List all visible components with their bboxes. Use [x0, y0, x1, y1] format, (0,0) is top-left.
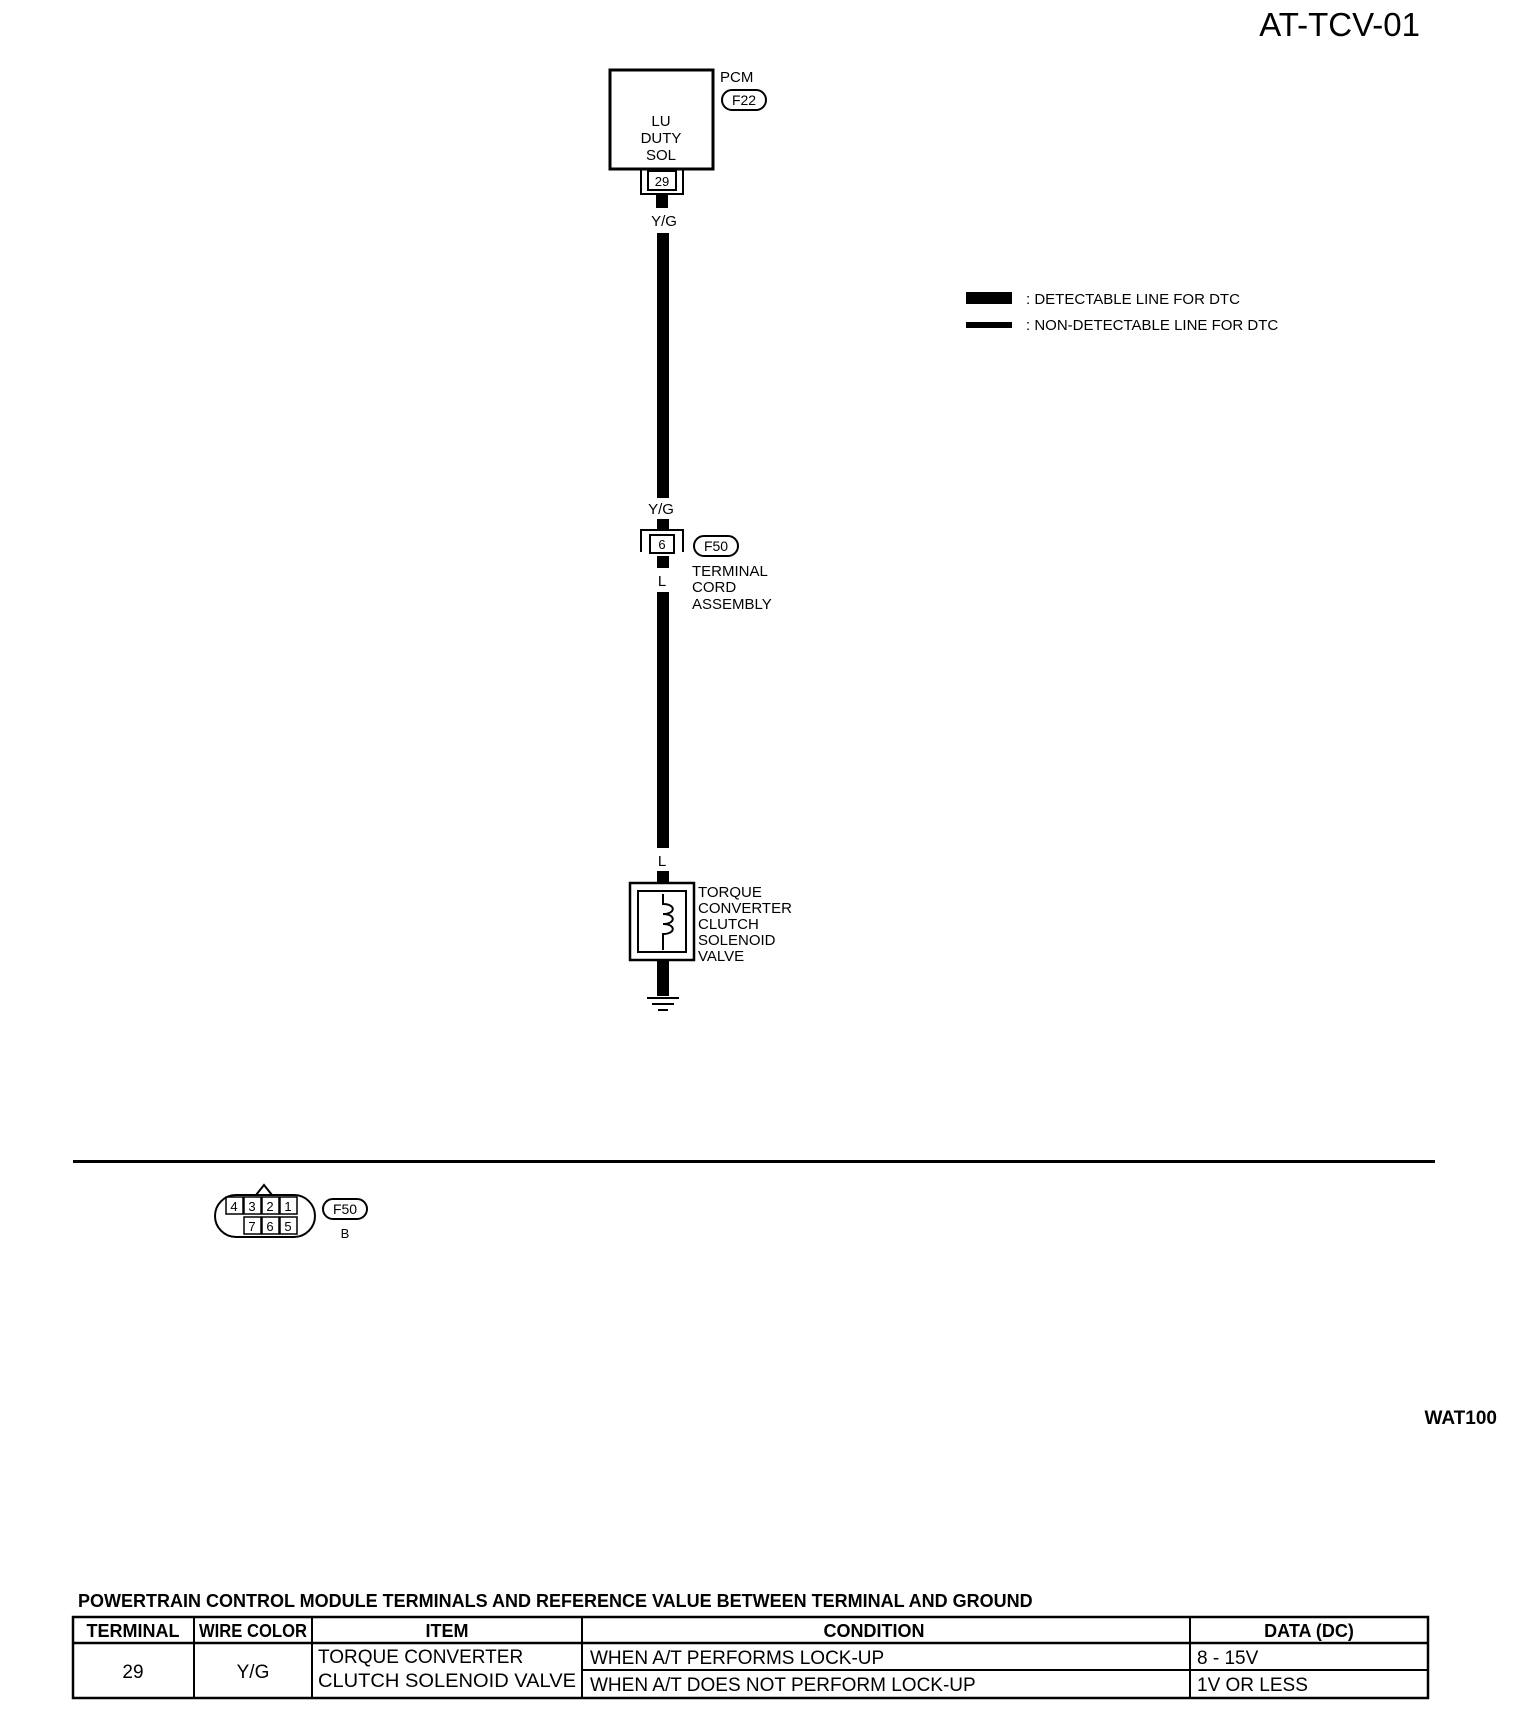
- connector-face-outline: [214, 1194, 316, 1238]
- legend-detectable-text: : DETECTABLE LINE FOR DTC: [1026, 291, 1240, 308]
- connector-pin-4: 4: [230, 1199, 237, 1214]
- table-header-item: ITEM: [426, 1621, 469, 1641]
- connector-pin-3: 3: [248, 1199, 255, 1214]
- table-title: POWERTRAIN CONTROL MODULE TERMINALS AND …: [78, 1591, 1033, 1611]
- pcm-terminal-number: 29: [655, 174, 669, 189]
- table-header-data: DATA (DC): [1264, 1621, 1354, 1641]
- connector-pin-1: 1: [284, 1199, 291, 1214]
- cord-wire-color-in: Y/G: [648, 501, 674, 518]
- pcm-box-line-2: DUTY: [641, 130, 682, 147]
- cord-connector-code: F50: [704, 538, 728, 554]
- solenoid-coil-icon: [662, 894, 674, 950]
- pcm-wire-color: Y/G: [651, 213, 677, 230]
- pcm-connector-code: F22: [732, 92, 756, 108]
- cord-wire-color-out: L: [658, 573, 666, 590]
- table-outline: [71, 1615, 1430, 1700]
- pcm-label: PCM: [720, 69, 753, 86]
- solenoid-label-line-2: CONVERTER: [698, 900, 792, 917]
- ground-icon: [647, 997, 679, 1011]
- solenoid-label-line-5: VALVE: [698, 948, 744, 965]
- cord-label-line-1: TERMINAL: [692, 563, 768, 580]
- connector-pin-7: 7: [248, 1219, 255, 1234]
- cord-connector-badge: [693, 535, 739, 557]
- connector-face-view: 4 3 2 1 7 6 5 F50 B: [214, 1183, 368, 1241]
- table-cell-terminal: 29: [122, 1662, 143, 1683]
- connector-pin-2: 2: [266, 1199, 273, 1214]
- legend-non-detectable-swatch: [966, 322, 1012, 328]
- pcm-module: LU DUTY SOL PCM F22 29 Y/G: [608, 68, 767, 230]
- ground-wire: [657, 960, 669, 996]
- table-cell-item-line-1: TORQUE CONVERTER: [318, 1647, 523, 1668]
- table-cell-wire-color: Y/G: [237, 1662, 270, 1683]
- table-cell-data-2: 1V OR LESS: [1197, 1675, 1308, 1696]
- reference-table: POWERTRAIN CONTROL MODULE TERMINALS AND …: [71, 1591, 1430, 1700]
- connector-latch-icon: [255, 1183, 273, 1196]
- legend-detectable-swatch: [966, 292, 1012, 304]
- connector-view-badge: [322, 1198, 368, 1220]
- cord-connector-bracket: [640, 529, 684, 552]
- section-divider: [73, 1160, 1435, 1163]
- solenoid-label-line-3: CLUTCH: [698, 916, 759, 933]
- table-header-terminal: TERMINAL: [87, 1621, 180, 1641]
- pcm-box-line-3: SOL: [646, 147, 676, 164]
- cord-wire-stub-top: [657, 519, 669, 530]
- solenoid-wire-stub: [657, 871, 669, 883]
- pcm-box-line-1: LU: [651, 113, 670, 130]
- cord-wire-stub-bottom: [657, 556, 669, 568]
- diagram-title: AT-TCV-01: [1259, 6, 1420, 43]
- table-header-condition: CONDITION: [824, 1621, 925, 1641]
- table-cell-condition-1: WHEN A/T PERFORMS LOCK-UP: [590, 1648, 884, 1669]
- solenoid-label-line-4: SOLENOID: [698, 932, 776, 949]
- connector-pin-6: 6: [266, 1219, 273, 1234]
- pcm-box: [608, 68, 715, 171]
- cord-label-line-2: CORD: [692, 579, 736, 596]
- table-header-wire-color: WIRE COLOR: [199, 1621, 307, 1641]
- table-cell-data-1: 8 - 15V: [1197, 1648, 1259, 1669]
- connector-pin-5: 5: [284, 1219, 291, 1234]
- solenoid-wire-color: L: [658, 853, 666, 870]
- wire-l-detectable: [657, 592, 669, 848]
- cord-terminal-box: [649, 534, 675, 554]
- pcm-terminal-box: [647, 170, 677, 191]
- pcm-connector-badge: [721, 89, 767, 111]
- reference-code: WAT100: [1424, 1408, 1497, 1429]
- cord-label-line-3: ASSEMBLY: [692, 596, 772, 613]
- cord-terminal-number: 6: [658, 537, 665, 552]
- connector-view-code: F50: [333, 1201, 357, 1217]
- table-cell-item-line-2: CLUTCH SOLENOID VALVE: [318, 1671, 576, 1692]
- terminal-cord-assembly: Y/G 6 F50 L TERMINAL CORD ASSEMBLY: [640, 501, 772, 613]
- connector-view-color: B: [341, 1226, 350, 1241]
- solenoid-label-line-1: TORQUE: [698, 884, 762, 901]
- pcm-wire-stub: [656, 194, 668, 208]
- legend: : DETECTABLE LINE FOR DTC : NON-DETECTAB…: [966, 291, 1278, 334]
- legend-non-detectable-text: : NON-DETECTABLE LINE FOR DTC: [1026, 317, 1278, 334]
- table-cell-condition-2: WHEN A/T DOES NOT PERFORM LOCK-UP: [590, 1675, 976, 1696]
- solenoid-valve: L TORQUE CONVERTER CLUTCH SOLENOID VALVE: [628, 853, 792, 1011]
- wire-yg-detectable: [657, 233, 669, 498]
- solenoid-inner-box: [637, 890, 687, 953]
